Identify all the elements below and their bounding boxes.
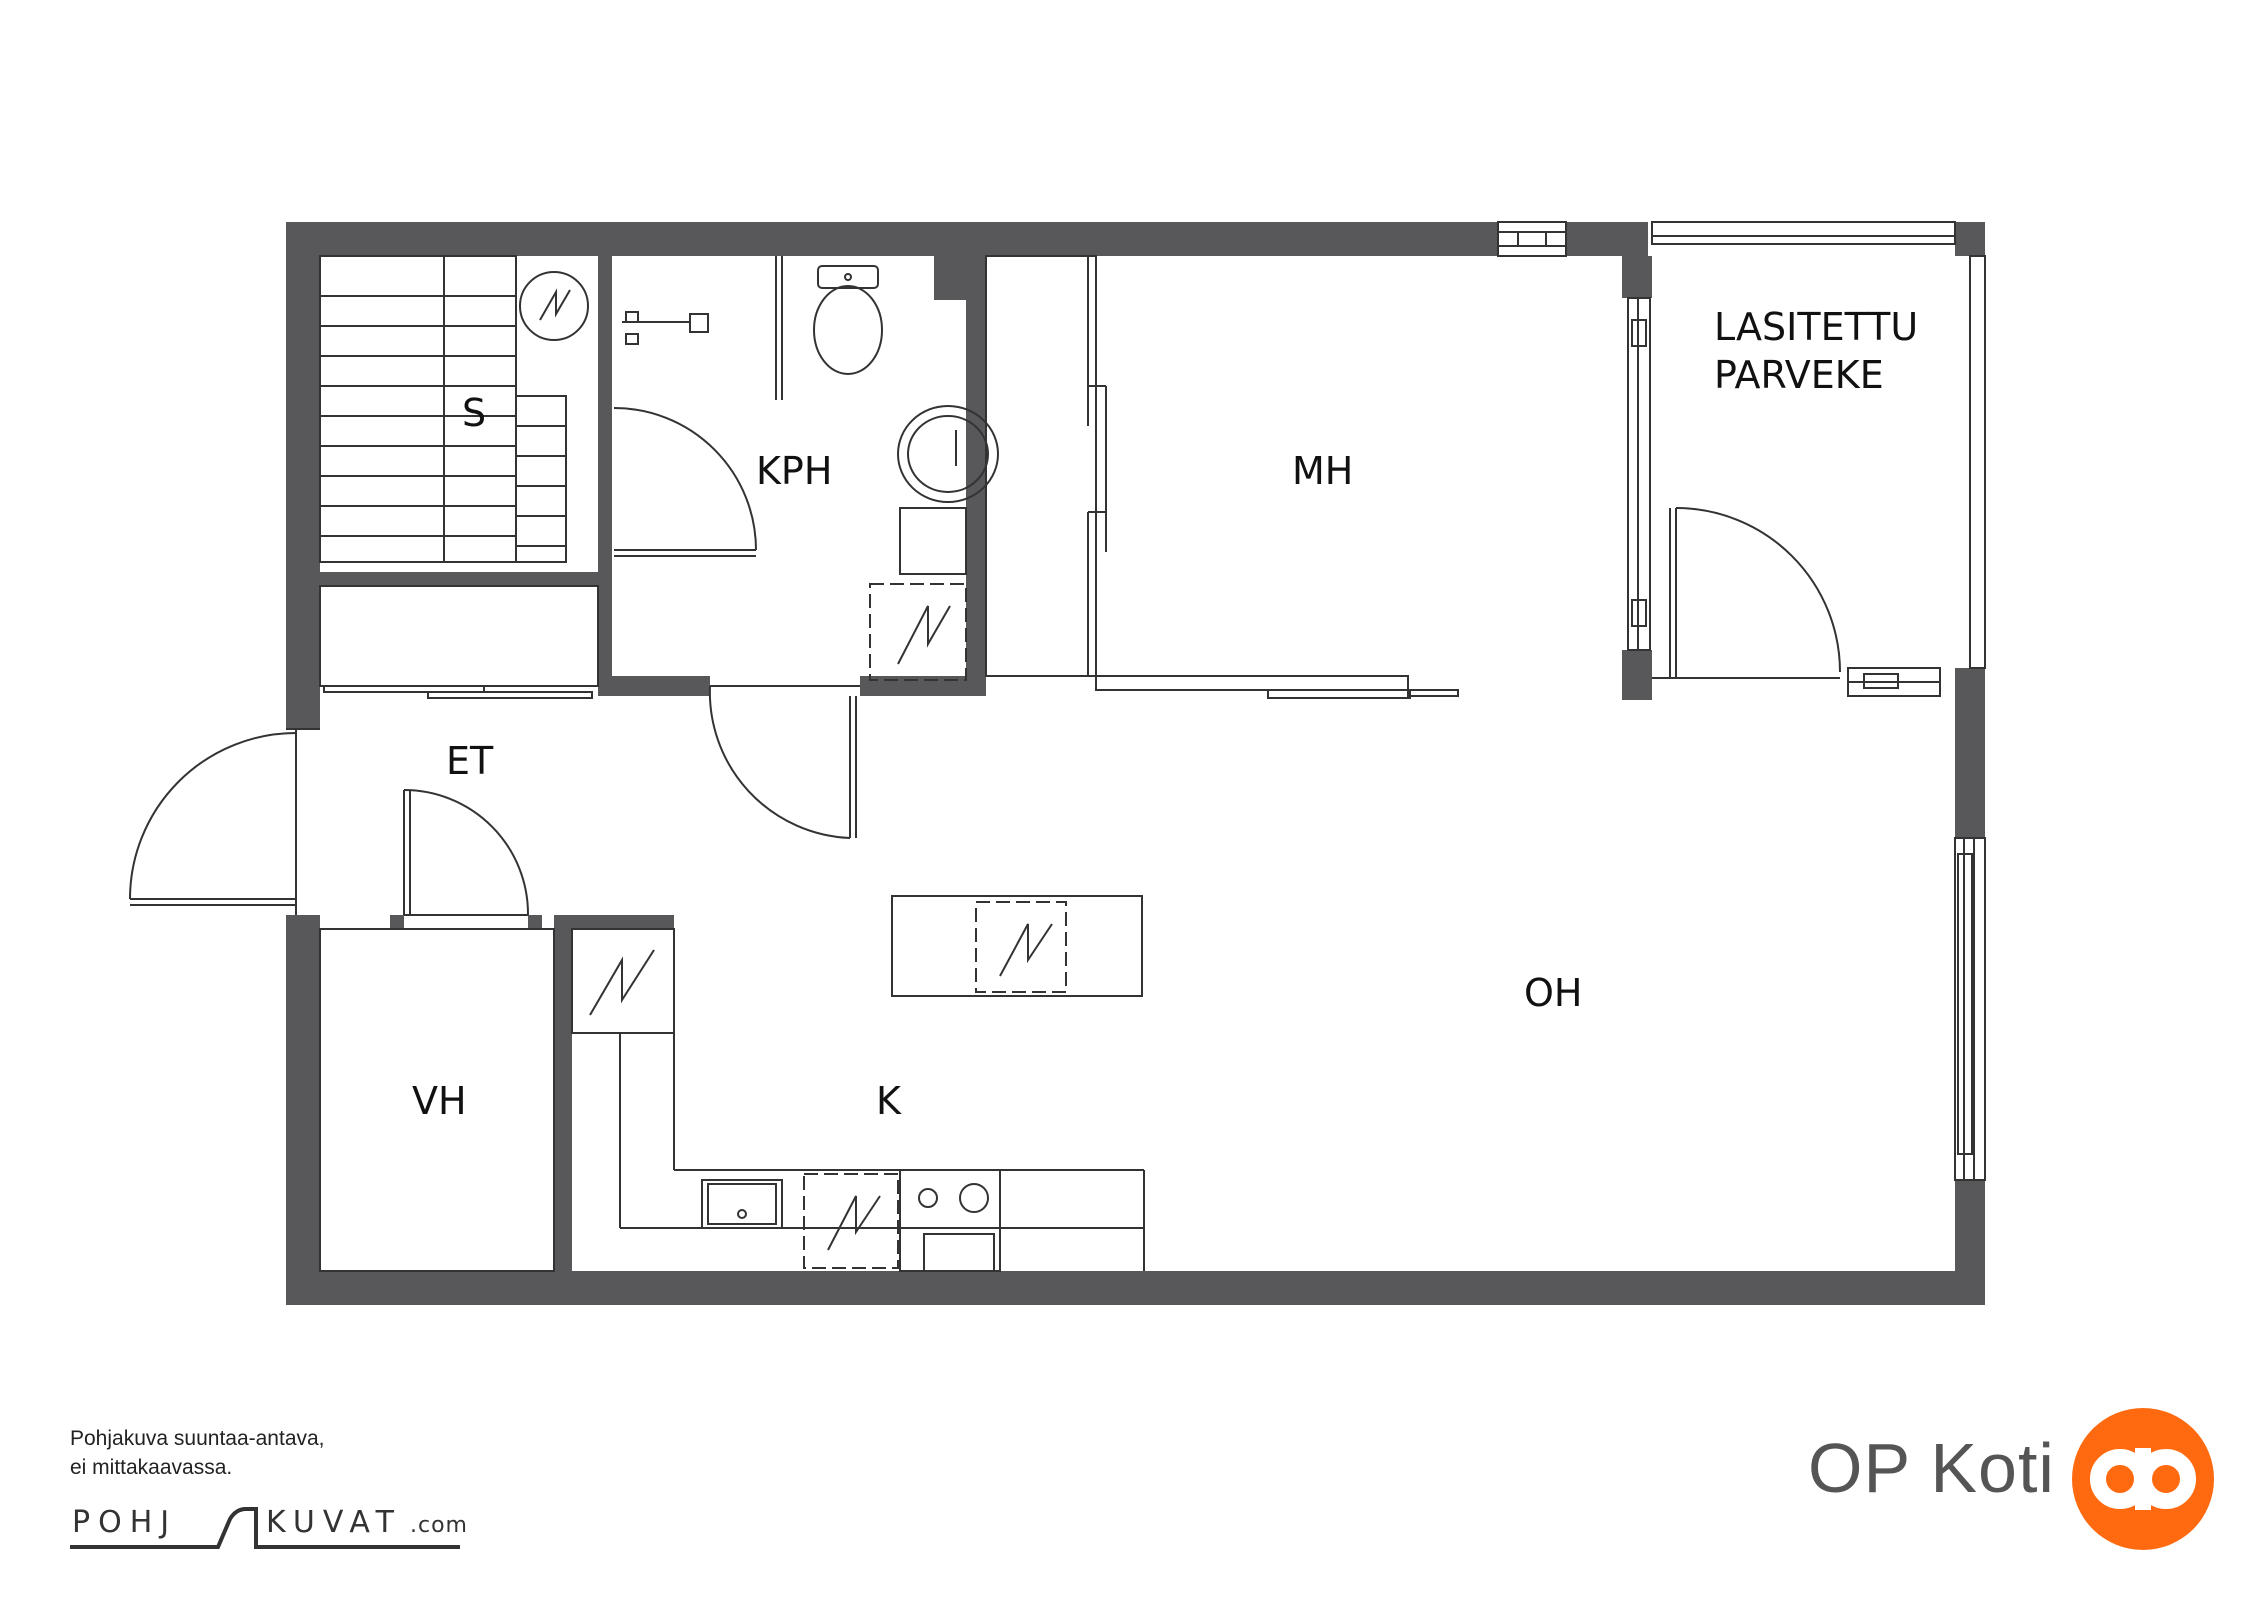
shower-icon xyxy=(622,311,709,345)
washbasin-icon xyxy=(897,405,999,503)
disclaimer-note: Pohjakuva suuntaa-antava, ei mittakaavas… xyxy=(70,1424,325,1482)
sink-icon xyxy=(701,1179,783,1229)
vh-door xyxy=(403,789,530,916)
room-label-s: S xyxy=(462,391,486,435)
stove-icon xyxy=(899,1169,1001,1272)
wardrobe xyxy=(985,255,1097,677)
room-label-oh: OH xyxy=(1524,971,1582,1015)
toilet-icon xyxy=(813,265,883,375)
stairs xyxy=(319,255,567,563)
pohjakuvat-logo-right: KUVAT xyxy=(266,1505,402,1540)
kitchen-island xyxy=(891,895,1143,997)
kph-hall-door xyxy=(708,685,860,839)
brand-name: OP Koti xyxy=(1808,1429,2055,1507)
room-label-et: ET xyxy=(446,739,494,783)
room-label-kph: KPH xyxy=(756,449,832,493)
room-label-parveke-2: PARVEKE xyxy=(1714,353,1884,397)
disclaimer-line-2: ei mittakaavassa. xyxy=(70,1456,233,1479)
room-label-parveke-1: LASITETTU xyxy=(1714,305,1918,349)
pohjakuvat-logo-left: POHJ xyxy=(72,1505,178,1540)
closet xyxy=(319,585,599,687)
room-label-mh: MH xyxy=(1292,449,1353,493)
balcony-glazing xyxy=(1651,221,1956,237)
heater-icon xyxy=(519,271,589,341)
room-label-k: K xyxy=(876,1079,902,1123)
balcony-door xyxy=(1652,507,1841,679)
kph-door xyxy=(613,407,757,557)
op-logo-icon xyxy=(2072,1408,2214,1550)
kitchen-cabinets xyxy=(571,928,1145,1272)
room-label-vh: VH xyxy=(412,1079,467,1123)
pohjakuvat-logo-mark xyxy=(70,1507,460,1549)
disclaimer-line-1: Pohjakuva suuntaa-antava, xyxy=(70,1427,325,1450)
pohjakuvat-logo-suffix: .com xyxy=(410,1513,468,1538)
entrance-door xyxy=(129,728,320,915)
fixtures xyxy=(129,221,1986,1272)
walls xyxy=(286,222,1985,1305)
room-labels: S KPH MH LASITETTU PARVEKE ET OH VH K xyxy=(412,305,1918,1123)
